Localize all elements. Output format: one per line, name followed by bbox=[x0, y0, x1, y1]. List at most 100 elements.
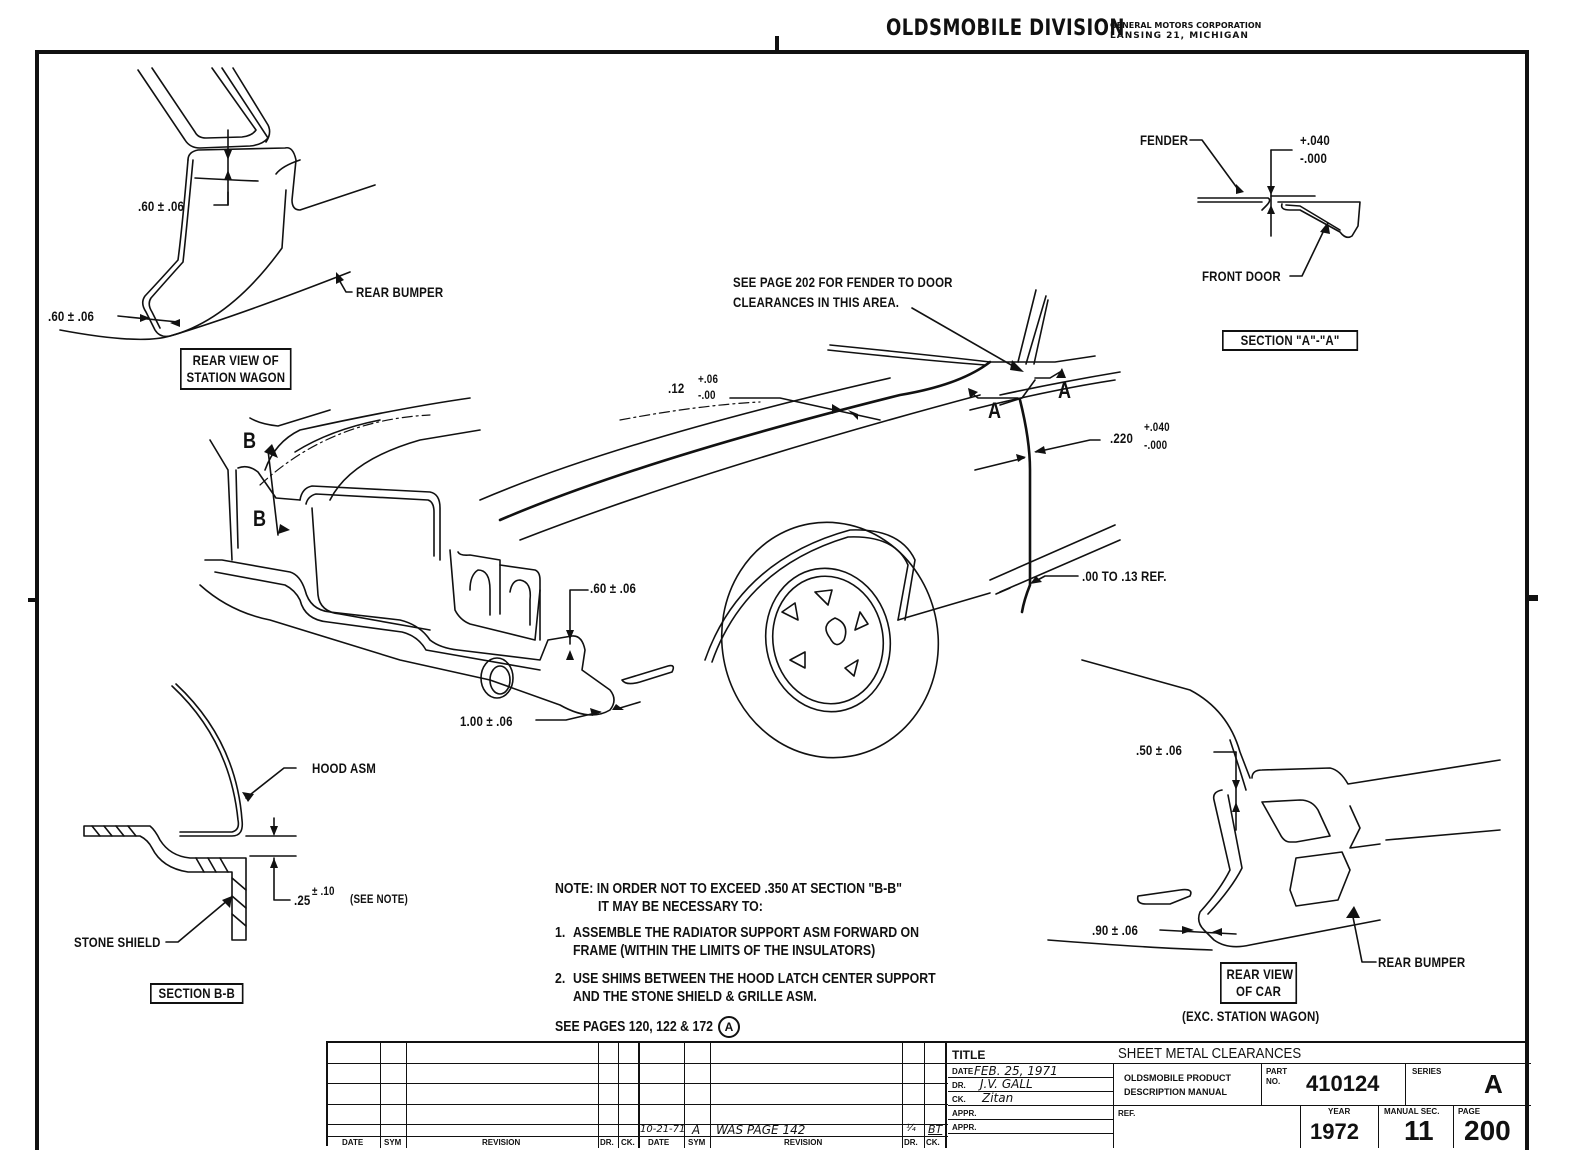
door-gap-dim-value: .220 bbox=[1110, 430, 1134, 446]
rear-car-bumper-label: REAR BUMPER bbox=[1378, 954, 1466, 970]
rev-header-ck-2: CK. bbox=[926, 1138, 940, 1147]
section-a-marker-right: A bbox=[1058, 378, 1072, 403]
rev-header-sym-1: SYM bbox=[384, 1138, 402, 1147]
left-tick-mark bbox=[28, 598, 38, 602]
section-aa-tol-minus: -.000 bbox=[1300, 150, 1327, 166]
rear-car-caption-line1: REAR VIEW bbox=[1226, 966, 1294, 982]
series-value: A bbox=[1484, 1069, 1503, 1099]
section-aa-fender-label: FENDER bbox=[1140, 132, 1189, 148]
note-item1-line1: ASSEMBLE THE RADIATOR SUPPORT ASM FORWAR… bbox=[573, 925, 920, 941]
hood-dim-minus: -.00 bbox=[698, 388, 716, 402]
revision-ck: BT bbox=[928, 1123, 943, 1136]
corporation-info: GENERAL MOTORS CORPORATION LANSING 21, M… bbox=[1110, 20, 1261, 42]
door-gap-dim-minus: -.000 bbox=[1144, 438, 1168, 452]
date-value: FEB. 25, 1971 bbox=[974, 1064, 1058, 1078]
manual-name-line2: DESCRIPTION MANUAL bbox=[1124, 1087, 1227, 1097]
section-aa-tol-plus: +.040 bbox=[1300, 132, 1330, 148]
dr-value: J.V. GALL bbox=[980, 1077, 1033, 1091]
page-ref-note-line1: SEE PAGE 202 FOR FENDER TO DOOR bbox=[733, 274, 953, 290]
stone-shield-label: STONE SHIELD bbox=[74, 934, 161, 950]
rev-header-dr-2: DR. bbox=[904, 1138, 918, 1147]
rear-car-dim-bottom: .90 ± .06 bbox=[1092, 922, 1139, 938]
bumper-top-dim: .60 ± .06 bbox=[590, 580, 637, 596]
rev-header-revision-1: REVISION bbox=[482, 1138, 521, 1147]
wagon-dim-bottom: .60 ± .06 bbox=[48, 308, 95, 324]
section-aa-door-label: FRONT DOOR bbox=[1202, 268, 1281, 284]
rev-header-sym-2: SYM bbox=[688, 1138, 706, 1147]
section-b-marker-bottom: B bbox=[253, 506, 267, 531]
title-label: TITLE bbox=[952, 1048, 986, 1062]
wagon-rear-bumper-label: REAR BUMPER bbox=[356, 284, 444, 300]
rev-header-dr-1: DR. bbox=[600, 1138, 614, 1147]
section-bb-illustration bbox=[83, 683, 297, 943]
rear-car-illustration bbox=[1047, 659, 1501, 963]
note-item2-line2: AND THE STONE SHIELD & GRILLE ASM. bbox=[573, 989, 817, 1005]
section-bb-caption: SECTION B-B bbox=[150, 983, 244, 1004]
page-number: 200 bbox=[1464, 1115, 1511, 1146]
hood-dim-plus: +.06 bbox=[698, 372, 719, 386]
revision-a-symbol: A bbox=[718, 1016, 740, 1038]
rear-car-dim-top: .50 ± .06 bbox=[1136, 742, 1183, 758]
ref-label: REF. bbox=[1118, 1109, 1136, 1118]
section-aa-caption: SECTION "A"-"A" bbox=[1222, 330, 1359, 351]
note-item2-number: 2. bbox=[555, 971, 566, 987]
rev-header-revision-2: REVISION bbox=[784, 1138, 823, 1147]
page-ref-note-line2: CLEARANCES IN THIS AREA. bbox=[733, 294, 900, 310]
rev-header-ck-1: CK. bbox=[621, 1138, 635, 1147]
year-label: YEAR bbox=[1328, 1107, 1351, 1116]
drawing-frame bbox=[35, 50, 1529, 1150]
rev-header-date-1: DATE bbox=[342, 1138, 364, 1147]
car-front-illustration bbox=[199, 289, 1121, 759]
title-block: DATE SYM REVISION DR. CK. DATE SYM REVIS… bbox=[326, 1041, 1531, 1148]
door-gap-dim-plus: +.040 bbox=[1144, 420, 1170, 434]
rocker-dim: .00 TO .13 REF. bbox=[1082, 568, 1167, 584]
bumper-bottom-dim: 1.00 ± .06 bbox=[460, 713, 513, 729]
note-item2-line1: USE SHIMS BETWEEN THE HOOD LATCH CENTER … bbox=[573, 971, 936, 987]
section-bb-dim-tol: ± .10 bbox=[312, 884, 335, 898]
division-title: OLDSMOBILE DIVISION bbox=[886, 16, 1125, 41]
dr-label: DR. bbox=[952, 1081, 966, 1090]
appr-label-1: APPR. bbox=[952, 1109, 977, 1118]
wagon-caption-line2: STATION WAGON bbox=[186, 369, 286, 385]
revision-dr: ¼ bbox=[906, 1123, 916, 1134]
revision-date: 10-21-71 bbox=[640, 1124, 686, 1135]
wagon-view-caption: REAR VIEW OF STATION WAGON bbox=[180, 348, 292, 390]
note-item1-line2: FRAME (WITHIN THE LIMITS OF THE INSULATO… bbox=[573, 943, 876, 959]
manual-section-label: MANUAL SEC. bbox=[1384, 1107, 1440, 1116]
section-aa-illustration bbox=[1189, 139, 1361, 277]
appr-label-2: APPR. bbox=[952, 1123, 977, 1132]
ck-label: CK. bbox=[952, 1095, 966, 1104]
manual-name-line1: OLDSMOBILE PRODUCT bbox=[1124, 1073, 1231, 1083]
center-tick-mark bbox=[775, 36, 779, 54]
part-label-1: PART bbox=[1266, 1067, 1288, 1076]
revision-sym: A bbox=[692, 1123, 701, 1137]
see-pages-note: SEE PAGES 120, 122 & 172 bbox=[555, 1019, 714, 1035]
date-label: DATE bbox=[952, 1067, 974, 1076]
part-number: 410124 bbox=[1306, 1071, 1380, 1096]
section-bb-dim-note: (SEE NOTE) bbox=[350, 892, 408, 906]
wagon-dim-top: .60 ± .06 bbox=[138, 198, 185, 214]
page-label: PAGE bbox=[1458, 1107, 1481, 1116]
section-b-marker-top: B bbox=[243, 428, 257, 453]
rear-car-caption-line2: OF CAR bbox=[1236, 983, 1282, 999]
corporation-location: LANSING 21, MICHIGAN bbox=[1110, 31, 1249, 41]
corporation-name: GENERAL MOTORS CORPORATION bbox=[1110, 21, 1262, 30]
rear-car-caption: REAR VIEW OF CAR bbox=[1220, 962, 1298, 1004]
right-tick-mark bbox=[1528, 595, 1538, 601]
hood-asm-label: HOOD ASM bbox=[312, 760, 377, 776]
ck-value: Zitan bbox=[982, 1091, 1014, 1105]
drawing-title: SHEET METAL CLEARANCES bbox=[1118, 1045, 1302, 1062]
series-label: SERIES bbox=[1412, 1067, 1442, 1076]
rev-header-date-2: DATE bbox=[648, 1138, 670, 1147]
rear-car-subcaption: (EXC. STATION WAGON) bbox=[1182, 1008, 1320, 1024]
note-item1-number: 1. bbox=[555, 925, 566, 941]
revision-text: WAS PAGE 142 bbox=[716, 1123, 806, 1137]
note-line1: NOTE: IN ORDER NOT TO EXCEED .350 AT SEC… bbox=[555, 881, 903, 897]
wagon-caption-line1: REAR VIEW OF bbox=[192, 352, 279, 368]
hood-dim-value: .12 bbox=[668, 380, 685, 396]
section-bb-dim-value: .25 bbox=[294, 892, 311, 908]
part-label-2: NO. bbox=[1266, 1077, 1281, 1086]
note-line2: IT MAY BE NECESSARY TO: bbox=[598, 899, 763, 915]
manual-section-value: 11 bbox=[1404, 1115, 1434, 1146]
